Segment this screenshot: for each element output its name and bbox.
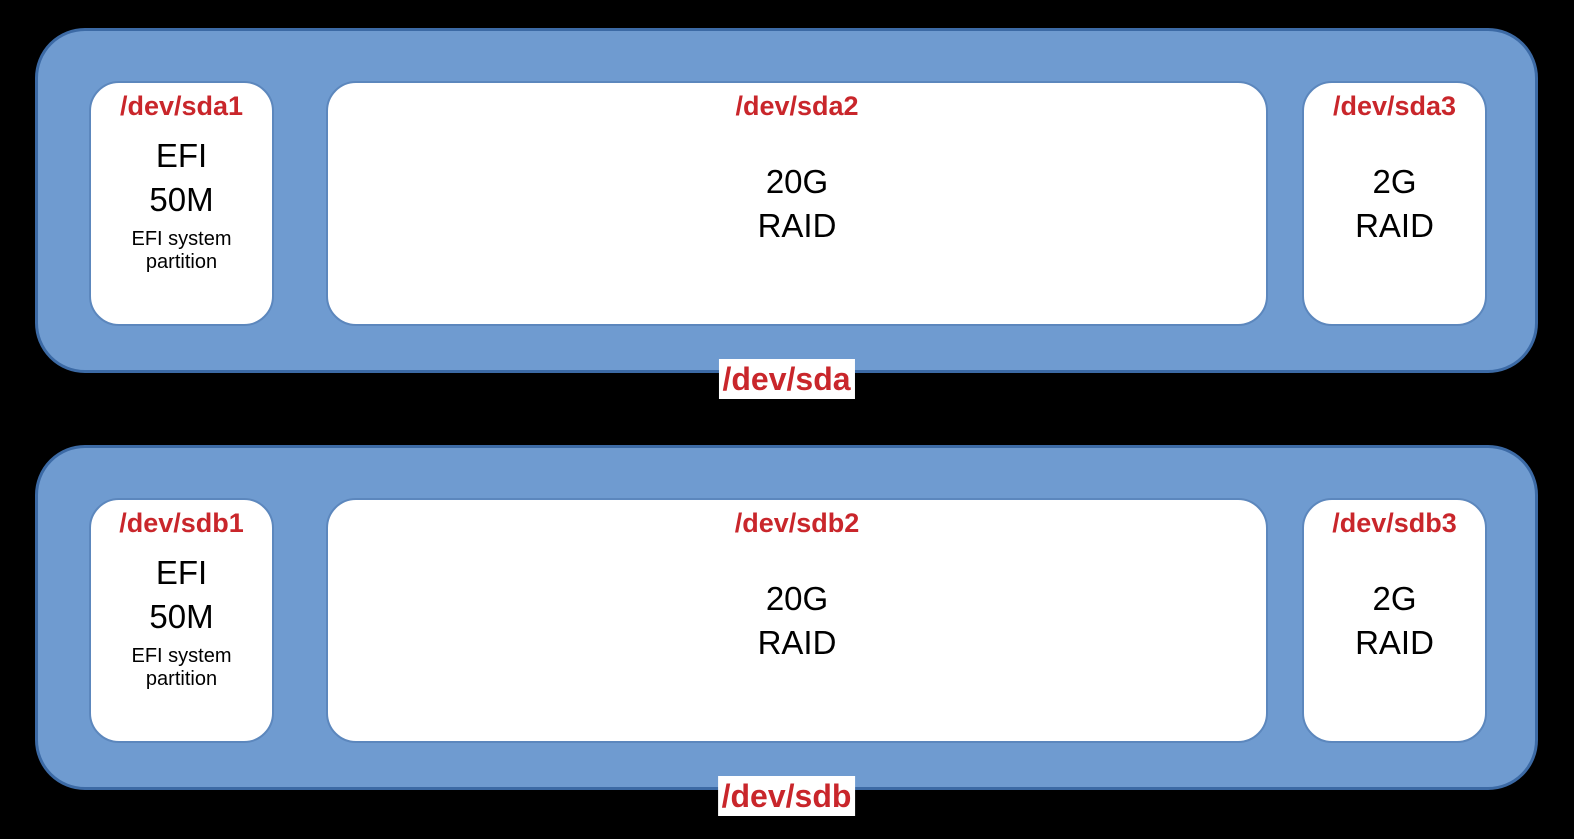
partition-note: EFI system partition: [131, 227, 232, 273]
partition-sda3: /dev/sda3 2G RAID: [1302, 81, 1487, 326]
partition-body: EFI 50M EFI system partition: [91, 83, 272, 324]
partition-type: 50M: [149, 180, 214, 218]
partition-body: 2G RAID: [1304, 500, 1485, 741]
partition-body: 20G RAID: [328, 83, 1266, 324]
partition-size: 2G: [1372, 162, 1417, 200]
disk-label-sdb: /dev/sdb: [717, 776, 856, 816]
partition-name: /dev/sdb1: [119, 508, 244, 538]
partition-type: RAID: [1355, 623, 1434, 661]
partition-size: EFI: [155, 553, 208, 591]
partition-type: RAID: [1355, 206, 1434, 244]
disk-sda: /dev/sda1 EFI 50M EFI system partition /…: [35, 28, 1538, 399]
partition-sdb3: /dev/sdb3 2G RAID: [1302, 498, 1487, 743]
partition-size: EFI: [155, 136, 208, 174]
disk-sdb: /dev/sdb1 EFI 50M EFI system partition /…: [35, 445, 1538, 816]
partition-size: 20G: [765, 162, 829, 200]
partition-name: /dev/sda2: [735, 91, 859, 121]
partition-name: /dev/sda1: [119, 91, 244, 121]
partition-sda1: /dev/sda1 EFI 50M EFI system partition: [89, 81, 274, 326]
partition-name: /dev/sdb3: [1332, 508, 1457, 538]
partition-note: EFI system partition: [131, 644, 232, 690]
partition-name: /dev/sdb2: [734, 508, 860, 538]
partition-name: /dev/sda3: [1332, 91, 1457, 121]
partition-body: 2G RAID: [1304, 83, 1485, 324]
partition-size: 2G: [1372, 579, 1417, 617]
partition-type: 50M: [149, 597, 214, 635]
partition-sdb2: /dev/sdb2 20G RAID: [326, 498, 1268, 743]
partition-type: RAID: [757, 623, 837, 661]
partition-body: EFI 50M EFI system partition: [91, 500, 272, 741]
partition-type: RAID: [757, 206, 837, 244]
partition-sdb1: /dev/sdb1 EFI 50M EFI system partition: [89, 498, 274, 743]
partition-size: 20G: [765, 579, 829, 617]
partition-sda2: /dev/sda2 20G RAID: [326, 81, 1268, 326]
partition-body: 20G RAID: [328, 500, 1266, 741]
disk-label-sda: /dev/sda: [718, 359, 855, 399]
